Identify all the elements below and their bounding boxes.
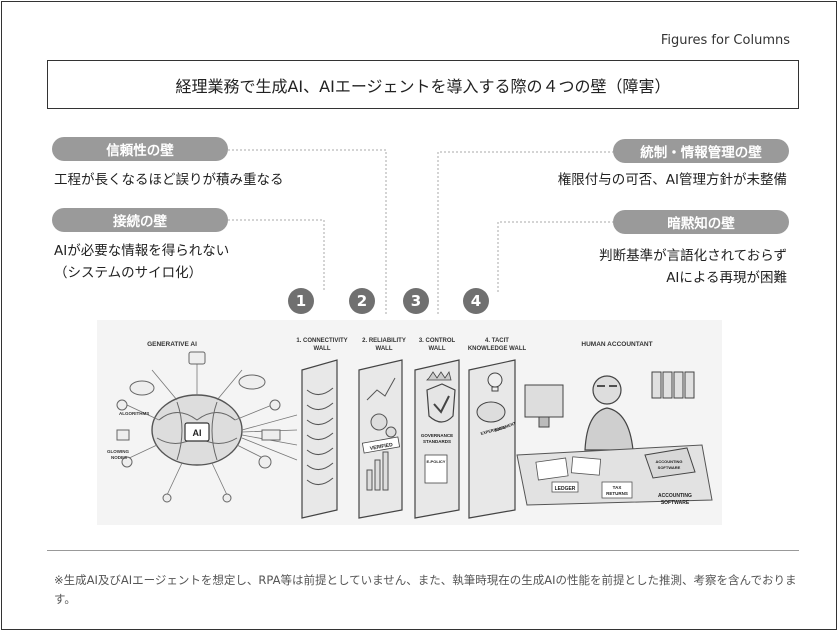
illustration: GENERATIVE AI AI ALGORITHMS GLOWING NODE… bbox=[97, 320, 722, 525]
monitor-icon bbox=[524, 384, 564, 428]
wall4-heading-a: 4. TACIT bbox=[485, 338, 509, 344]
ai-chip-label: AI bbox=[193, 428, 202, 438]
glowing-nodes-label-2: NODES bbox=[111, 455, 127, 460]
chart-gear-icons bbox=[366, 377, 397, 491]
tax-returns-doc-icon bbox=[601, 481, 633, 499]
glowing-nodes-label-1: GLOWING bbox=[107, 449, 129, 454]
badge-4: 4 bbox=[463, 288, 489, 314]
wall-desc-tacit: 判断基準が言語化されておらず AIによる再現が困難 bbox=[599, 245, 787, 289]
accounting-screen-label-2: SOFTWARE bbox=[658, 465, 681, 470]
cable-icons bbox=[306, 387, 334, 485]
wall-label-connectivity: 接続の壁 bbox=[52, 208, 228, 232]
binders-icon bbox=[651, 371, 695, 399]
cloud-icons bbox=[116, 351, 281, 503]
badge-1: 1 bbox=[288, 288, 314, 314]
wall-desc-line: 権限付与の可否、AI管理方針が未整備 bbox=[557, 172, 787, 188]
verified-label: VERIFIED bbox=[369, 442, 393, 452]
crown-icon bbox=[426, 371, 452, 381]
accounting-software-label-1: ACCOUNTING bbox=[658, 493, 692, 499]
wall-label-governance: 統制・情報管理の壁 bbox=[613, 139, 789, 163]
wall-desc-reliability: 工程が長くなるほど誤りが積み重なる bbox=[54, 169, 284, 191]
wall-desc-governance: 権限付与の可否、AI管理方針が未整備 bbox=[558, 169, 787, 191]
wall-label-text: 信頼性の壁 bbox=[106, 143, 174, 159]
guide-line-3 bbox=[437, 151, 614, 314]
accountant-figure-icon bbox=[584, 375, 634, 451]
experience-label: EXPERIENCE bbox=[480, 424, 507, 436]
wall-label-reliability: 信頼性の壁 bbox=[52, 137, 228, 161]
ai-chip-icon bbox=[184, 422, 210, 442]
tax-returns-label-1: TAX bbox=[613, 485, 622, 490]
wall-panel-tacit bbox=[468, 359, 516, 519]
governance-label: GOVERNANCE bbox=[421, 433, 453, 438]
policy-doc-icon bbox=[424, 454, 448, 484]
brand-label: Figures for Columns bbox=[660, 33, 790, 48]
badge-2: 2 bbox=[349, 288, 375, 314]
wall-desc-line: 判断基準が言語化されておらず bbox=[599, 248, 787, 264]
lightbulb-icon bbox=[487, 372, 503, 392]
wall1-heading-a: 1. CONNECTIVITY bbox=[296, 338, 347, 344]
wall1-heading-b: WALL bbox=[314, 346, 331, 352]
policy-label: E-POLICY bbox=[427, 459, 446, 464]
wall-label-text: 暗黙知の壁 bbox=[667, 216, 735, 232]
wall-desc-connectivity: AIが必要な情報を得られない （システムのサイロ化） bbox=[54, 240, 229, 284]
page-title: 経理業務で生成AI、AIエージェントを導入する際の４つの壁（障害） bbox=[47, 60, 799, 109]
footnote: ※生成AI及びAIエージェントを想定し、RPA等は前提としていません、また、執筆… bbox=[54, 573, 797, 606]
brain-small-icon bbox=[476, 401, 506, 423]
accounting-screen-label-1: ACCOUNTING bbox=[655, 459, 682, 464]
algorithms-label: ALGORITHMS bbox=[119, 411, 149, 416]
badge-3: 3 bbox=[403, 288, 429, 314]
wall-label-text: 統制・情報管理の壁 bbox=[640, 145, 762, 161]
footer-divider bbox=[47, 550, 799, 551]
generative-ai-label: GENERATIVE AI bbox=[147, 341, 197, 348]
wall-desc-line: AIによる再現が困難 bbox=[666, 270, 787, 286]
laptop-icon bbox=[644, 447, 696, 479]
guide-lines bbox=[228, 149, 614, 314]
wall-desc-line: （システムのサイロ化） bbox=[54, 265, 203, 281]
shield-icon bbox=[426, 383, 456, 423]
ledger-label: LEDGER bbox=[555, 486, 576, 492]
paper-stack-icons bbox=[535, 456, 602, 493]
wall2-heading-a: 2. RELIABILITY bbox=[362, 338, 406, 344]
guide-line-1 bbox=[228, 149, 387, 314]
wall-desc-line: 工程が長くなるほど誤りが積み重なる bbox=[54, 172, 284, 188]
wall2-heading-b: WALL bbox=[376, 346, 393, 352]
human-accountant-label: HUMAN ACCOUNTANT bbox=[581, 341, 652, 348]
accounting-software-label-2: SOFTWARE bbox=[661, 500, 690, 506]
guide-line-4 bbox=[497, 221, 614, 292]
page-title-text: 経理業務で生成AI、AIエージェントを導入する際の４つの壁（障害） bbox=[175, 76, 671, 96]
verified-stamp bbox=[361, 436, 401, 454]
wall-label-text: 接続の壁 bbox=[113, 214, 167, 230]
wall3-heading-b: WALL bbox=[429, 346, 446, 352]
standards-label: STANDARDS bbox=[423, 439, 451, 444]
wall3-heading-a: 3. CONTROL bbox=[419, 338, 456, 344]
wall4-heading-b: KNOWLEDGE WALL bbox=[468, 346, 527, 352]
wall-label-tacit: 暗黙知の壁 bbox=[613, 210, 789, 234]
guide-line-2 bbox=[228, 219, 325, 292]
wall-desc-line: AIが必要な情報を得られない bbox=[54, 243, 230, 259]
tax-returns-label-2: RETURNS bbox=[606, 491, 628, 496]
